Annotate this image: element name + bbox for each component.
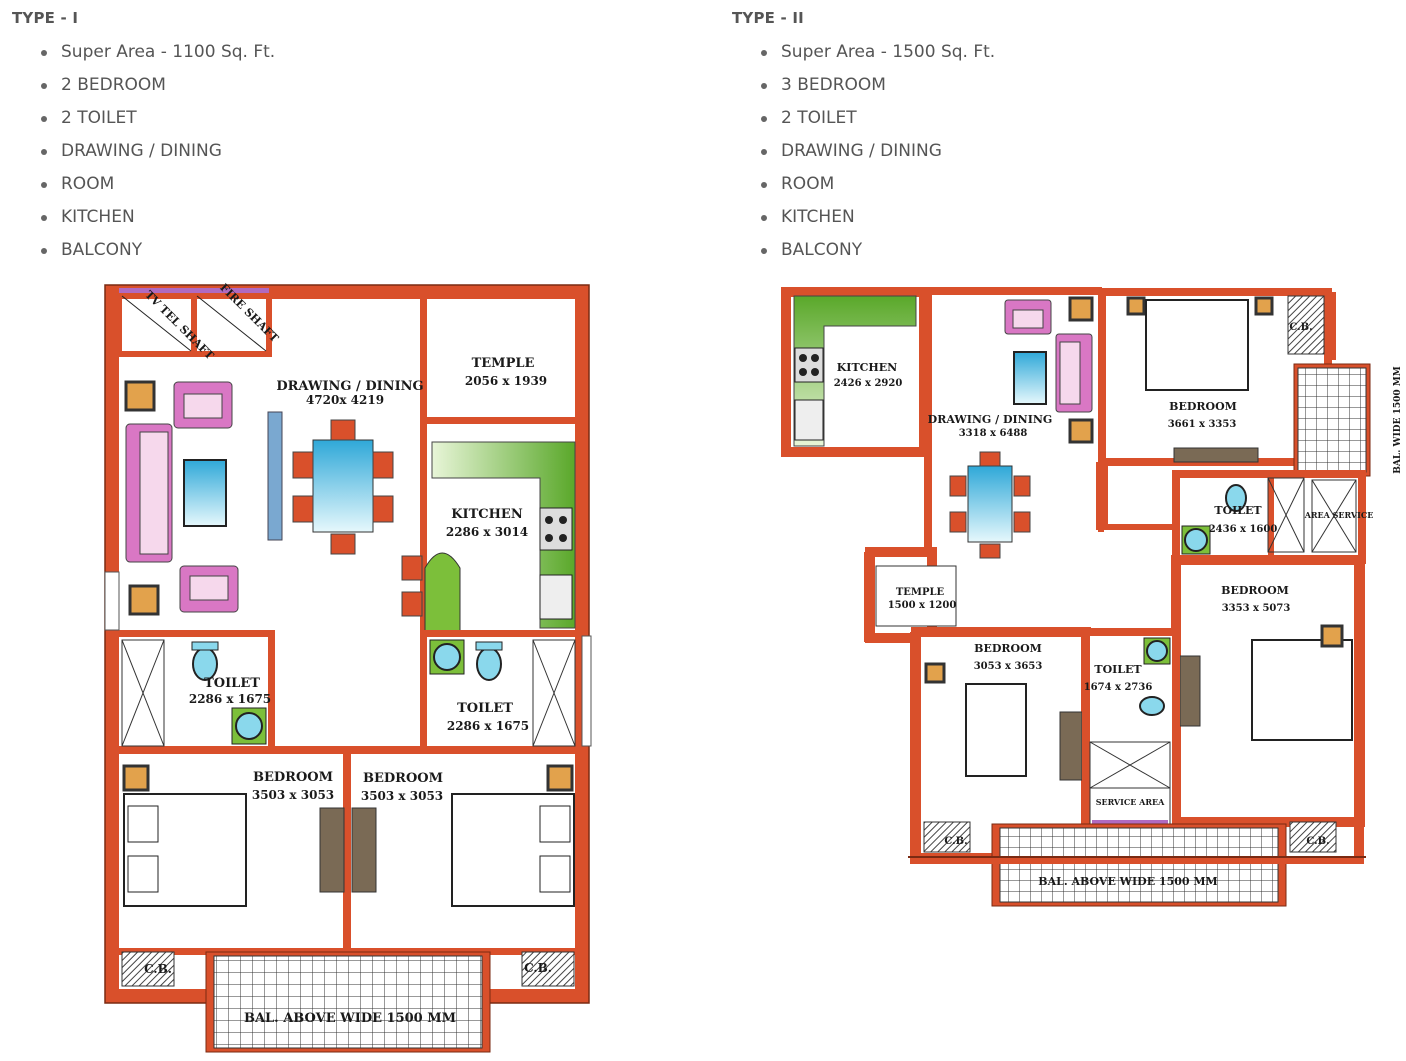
- list-item: Super Area - 1100 Sq. Ft.: [12, 36, 275, 69]
- bullet-icon: [41, 149, 47, 155]
- bedroom-1-label: BEDROOM: [1169, 400, 1237, 413]
- list-item: 2 TOILET: [12, 102, 275, 135]
- toilet-1-label: TOILET: [204, 676, 260, 691]
- cb-2-label: C.B.: [944, 836, 967, 847]
- bullet-icon: [41, 215, 47, 221]
- bullet-icon: [41, 182, 47, 188]
- side-balcony-label: BAL. WIDE 1500 MM: [1393, 366, 1403, 473]
- list-item: ROOM: [732, 168, 995, 201]
- bedroom-1-size: 3661 x 3353: [1168, 419, 1237, 430]
- bedroom-1-label: BEDROOM: [253, 770, 333, 785]
- list-item: 3 BEDROOM: [732, 69, 995, 102]
- bullet-icon: [41, 248, 47, 254]
- bedroom-2-size: 3353 x 5073: [1222, 603, 1291, 614]
- drawing-dining-label: DRAWING / DINING: [276, 379, 423, 394]
- bedroom-2-label: BEDROOM: [1221, 584, 1289, 597]
- list-item: BALCONY: [12, 234, 275, 267]
- kitchen-label: KITCHEN: [451, 507, 523, 522]
- temple-size: 2056 x 1939: [465, 374, 547, 388]
- list-item: 2 BEDROOM: [12, 69, 275, 102]
- cb-1-label: C.B.: [1289, 322, 1312, 333]
- type-2-heading: TYPE - II: [732, 9, 804, 27]
- bullet-icon: [761, 215, 767, 221]
- bedroom-1-size: 3503 x 3053: [252, 788, 334, 802]
- type-2-section: TYPE - II Super Area - 1500 Sq. Ft. 3 BE…: [732, 0, 995, 267]
- type-1-heading: TYPE - I: [12, 9, 79, 27]
- bullet-icon: [761, 116, 767, 122]
- list-item: KITCHEN: [732, 201, 995, 234]
- type-2-floor-plan: KITCHEN 2426 x 2920 DRAWING / DINING 331…: [781, 287, 1403, 907]
- toilet-2-label: TOILET: [457, 701, 513, 716]
- bullet-icon: [761, 149, 767, 155]
- bullet-icon: [761, 83, 767, 89]
- kitchen-label: KITCHEN: [837, 361, 897, 374]
- toilet-2-size: 2286 x 1675: [447, 719, 529, 733]
- temple-size: 1500 x 1200: [888, 600, 957, 611]
- drawing-dining-label: DRAWING / DINING: [928, 413, 1053, 426]
- kitchen-size: 2286 x 3014: [446, 525, 528, 539]
- bullet-icon: [41, 116, 47, 122]
- cb-3-label: C.B.: [1306, 836, 1329, 847]
- bedroom-3-label: BEDROOM: [974, 642, 1042, 655]
- list-item: Super Area - 1500 Sq. Ft.: [732, 36, 995, 69]
- list-item: KITCHEN: [12, 201, 275, 234]
- bullet-icon: [761, 182, 767, 188]
- list-item: BALCONY: [732, 234, 995, 267]
- bullet-icon: [41, 50, 47, 56]
- drawing-dining-size: 4720x 4219: [306, 393, 384, 407]
- type-1-feature-list: Super Area - 1100 Sq. Ft. 2 BEDROOM 2 TO…: [12, 36, 275, 267]
- bedroom-3-size: 3053 x 3653: [974, 661, 1043, 672]
- cb-2-label: C.B.: [524, 961, 552, 975]
- balcony-label: BAL. ABOVE WIDE 1500 MM: [244, 1011, 456, 1026]
- type-2-feature-list: Super Area - 1500 Sq. Ft. 3 BEDROOM 2 TO…: [732, 36, 995, 267]
- temple-label: TEMPLE: [896, 587, 945, 598]
- list-item: 2 TOILET: [732, 102, 995, 135]
- bedroom-2-size: 3503 x 3053: [361, 789, 443, 803]
- list-item: DRAWING / DINING: [12, 135, 275, 168]
- temple-label: TEMPLE: [472, 356, 535, 371]
- cb-1-label: C.B.: [144, 962, 172, 976]
- toilet-2-size: 1674 x 2736: [1084, 682, 1153, 693]
- drawing-dining-size: 3318 x 6488: [959, 428, 1028, 439]
- list-item: DRAWING / DINING: [732, 135, 995, 168]
- bullet-icon: [761, 50, 767, 56]
- service-area-2-label: SERVICE AREA: [1096, 797, 1165, 807]
- toilet-1-label: TOILET: [1214, 504, 1262, 517]
- type-1-floor-plan: TV TEL SHAFT FIRE SHAFT DRAWING / DINING…: [104, 281, 592, 1053]
- kitchen-size: 2426 x 2920: [834, 378, 903, 389]
- bedroom-2-label: BEDROOM: [363, 771, 443, 786]
- toilet-1-size: 2286 x 1675: [189, 692, 271, 706]
- balcony-label: BAL. ABOVE WIDE 1500 MM: [1038, 875, 1217, 888]
- bullet-icon: [761, 248, 767, 254]
- toilet-1-size: 2436 x 1600: [1209, 524, 1278, 535]
- list-item: ROOM: [12, 168, 275, 201]
- type-1-section: TYPE - I Super Area - 1100 Sq. Ft. 2 BED…: [12, 0, 275, 267]
- toilet-2-label: TOILET: [1094, 663, 1142, 676]
- service-area-1-label: AREA SERVICE: [1304, 510, 1374, 520]
- bullet-icon: [41, 83, 47, 89]
